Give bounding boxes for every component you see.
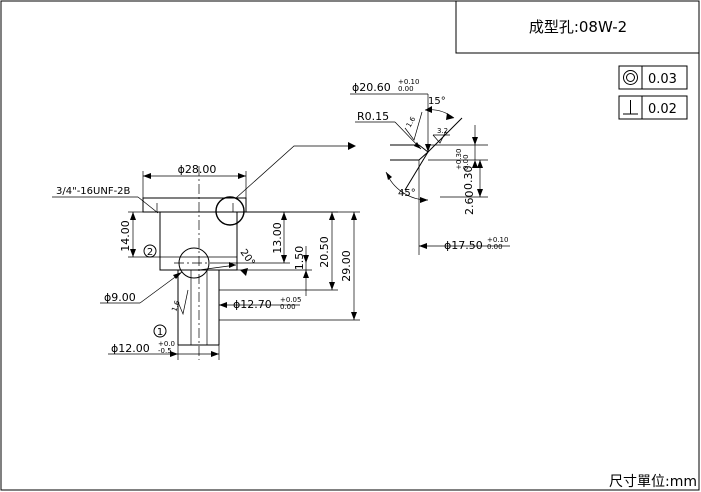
dim-0-30-label: 0.30 bbox=[462, 166, 475, 191]
dim-2-60-label: 2.60 bbox=[463, 191, 476, 216]
finish-1-6-detail: 1.6 bbox=[404, 111, 423, 141]
angle-15-label: 15° bbox=[428, 96, 446, 107]
concentricity-icon bbox=[623, 70, 638, 85]
dim-29: 29.00 bbox=[219, 211, 360, 321]
svg-text:+0.05: +0.05 bbox=[280, 296, 301, 304]
dim-1-50: 1.50 bbox=[237, 246, 312, 296]
dim-dia-9: ϕ9.00 bbox=[100, 271, 183, 304]
dim-29-label: 29.00 bbox=[340, 250, 353, 282]
svg-text:+0.30: +0.30 bbox=[455, 149, 463, 170]
dim-20-50-label: 20.50 bbox=[318, 236, 331, 268]
svg-text:-0.5: -0.5 bbox=[158, 347, 172, 355]
main-view: 3/4"-16UNF-2B ϕ28.00 bbox=[52, 142, 360, 360]
drawing-title: 成型孔:08W-2 bbox=[529, 18, 627, 36]
svg-text:+0.10: +0.10 bbox=[487, 236, 508, 244]
dia-20-60-label: ϕ20.60 bbox=[352, 81, 391, 94]
title-block: 成型孔:08W-2 bbox=[455, 1, 699, 54]
svg-text:3.2: 3.2 bbox=[437, 127, 448, 135]
angle-15: 15° bbox=[424, 96, 455, 120]
svg-text:0.00: 0.00 bbox=[487, 243, 503, 251]
finish-1-6-stem: 1.6 bbox=[170, 289, 189, 316]
angle-45: 45° bbox=[385, 171, 429, 203]
unit-note: 尺寸單位:mm bbox=[609, 474, 697, 490]
dim-dia-20-60: ϕ20.60 +0.10 0.00 bbox=[350, 78, 431, 152]
angle-20-label: 20° bbox=[238, 247, 257, 268]
part-stem bbox=[177, 270, 220, 345]
svg-text:+0.0: +0.0 bbox=[158, 340, 175, 348]
part-head-flange bbox=[142, 197, 247, 213]
thread-callout: 3/4"-16UNF-2B bbox=[52, 186, 159, 214]
dim-dia-17-50: ϕ17.50 +0.10 0.00 bbox=[419, 236, 510, 252]
dim-13-label: 13.00 bbox=[271, 222, 284, 254]
radius-callout: R0.15 bbox=[355, 110, 422, 150]
dim-dia-12: ϕ12.00 +0.0 -0.5 bbox=[108, 340, 220, 360]
svg-text:1: 1 bbox=[157, 327, 163, 338]
dim-14-label: 14.00 bbox=[119, 220, 132, 252]
dim-0-30: +0.30 0.00 0.30 bbox=[455, 125, 478, 190]
dia-12-label: ϕ12.00 bbox=[111, 342, 150, 355]
angle-45-label: 45° bbox=[398, 188, 416, 199]
dim-2-60: 2.60 bbox=[440, 160, 488, 215]
svg-text:0.00: 0.00 bbox=[398, 85, 414, 93]
concentricity-value: 0.03 bbox=[648, 72, 677, 87]
radius-label: R0.15 bbox=[357, 110, 389, 123]
detail-45-chamfer bbox=[404, 151, 429, 191]
dim-14: 14.00 bbox=[119, 211, 160, 258]
detail-leader bbox=[235, 145, 348, 199]
tolerance-frame-concentricity: 0.03 bbox=[618, 65, 688, 90]
detail-reference-circle bbox=[215, 196, 245, 226]
svg-text:0.00: 0.00 bbox=[462, 154, 470, 170]
finish-3-2: 3.2 bbox=[432, 127, 450, 144]
detail-view: ϕ20.60 +0.10 0.00 15° R0.15 1.6 3.2 bbox=[350, 78, 510, 255]
svg-text:2: 2 bbox=[147, 247, 153, 258]
svg-text:1.6: 1.6 bbox=[170, 299, 182, 313]
svg-text:0.00: 0.00 bbox=[280, 303, 296, 311]
note-marker-1: 1 bbox=[153, 324, 167, 338]
angle-20: 20° bbox=[198, 247, 257, 276]
dia-12-70-label: ϕ12.70 bbox=[233, 298, 272, 311]
perpendicularity-icon bbox=[623, 100, 638, 115]
dia-17-50-label: ϕ17.50 bbox=[444, 239, 483, 252]
dia-9-label: ϕ9.00 bbox=[104, 291, 136, 304]
note-marker-2: 2 bbox=[143, 244, 157, 258]
tolerance-frame-perpendicularity: 0.02 bbox=[618, 95, 688, 120]
dim-1-50-label: 1.50 bbox=[293, 246, 306, 271]
dim-dia-12-70: ϕ12.70 +0.05 0.00 bbox=[219, 296, 301, 311]
dia-28-label: ϕ28.00 bbox=[178, 163, 217, 176]
perpendicularity-value: 0.02 bbox=[648, 102, 677, 117]
svg-text:1.6: 1.6 bbox=[405, 115, 418, 129]
thread-label: 3/4"-16UNF-2B bbox=[56, 186, 131, 197]
part-body bbox=[159, 212, 238, 271]
svg-text:+0.10: +0.10 bbox=[398, 78, 419, 86]
dim-dia-28: ϕ28.00 bbox=[142, 163, 247, 198]
